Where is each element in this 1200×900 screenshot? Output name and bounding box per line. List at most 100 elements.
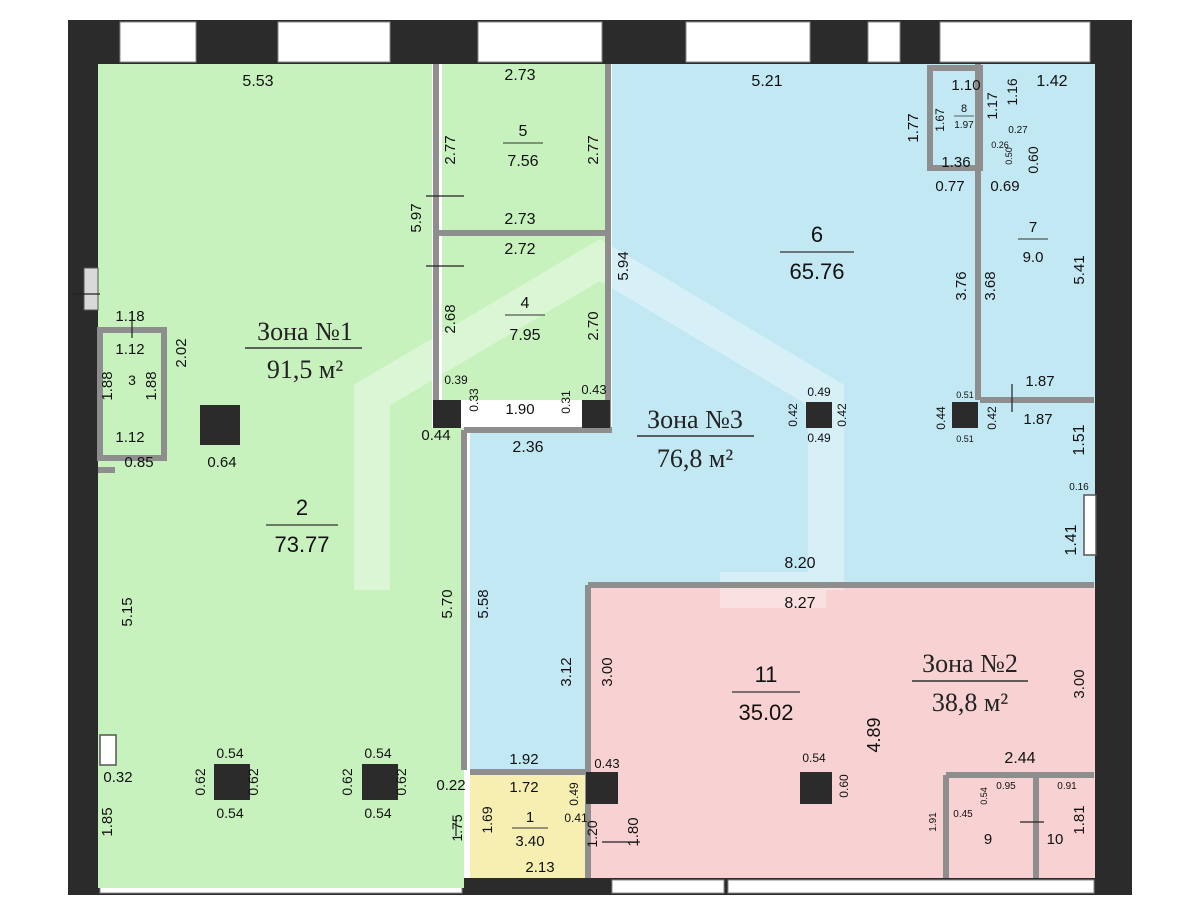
dimension-label: 1.67 xyxy=(933,108,947,132)
dimension-label: 1.16 xyxy=(1004,78,1020,105)
zone-area: 38,8 м² xyxy=(932,688,1008,717)
room-number: 8 xyxy=(961,103,967,115)
column xyxy=(806,402,832,428)
zone-title: Зона №3 xyxy=(647,405,743,434)
dimension-label: 1.90 xyxy=(505,401,534,418)
outer-wall-left xyxy=(68,20,98,895)
dimension-label: 0.31 xyxy=(559,390,573,414)
window xyxy=(277,21,391,63)
vent-grille xyxy=(83,267,99,311)
dimension-label: 0.22 xyxy=(436,777,465,794)
dimension-label: 0.42 xyxy=(786,403,800,427)
dimension-label: 0.45 xyxy=(953,809,973,820)
room-label-10: 10 xyxy=(1047,831,1064,848)
dimension-label: 0.49 xyxy=(807,431,831,445)
dimension-label: 5.41 xyxy=(1071,255,1088,284)
dimension-label: 3.68 xyxy=(982,271,999,300)
zone-2-area xyxy=(588,585,1095,878)
dimension-label: 0.54 xyxy=(802,751,826,765)
dimension-label: 0.62 xyxy=(245,768,261,795)
dimension-label: 1.91 xyxy=(928,812,939,832)
room-number: 10 xyxy=(1047,831,1064,848)
dimension-label: 0.16 xyxy=(1069,482,1089,493)
column xyxy=(433,400,461,428)
zone-1-area xyxy=(98,64,464,888)
dimension-label: 2.73 xyxy=(504,211,535,228)
dimension-label: 0.43 xyxy=(581,382,606,397)
room-label-1: 1 3.40 xyxy=(512,809,548,850)
door-pane xyxy=(99,734,117,766)
room-number: 2 xyxy=(296,495,308,520)
dimension-label: 2.13 xyxy=(525,859,554,876)
room-area: 35.02 xyxy=(738,700,793,725)
dimension-label: 2.72 xyxy=(504,241,535,258)
zone-area: 76,8 м² xyxy=(657,444,733,473)
room-label-2: 2 73.77 xyxy=(266,495,338,557)
dimension-label: 0.44 xyxy=(421,427,450,444)
dimension-label: 1.88 xyxy=(143,371,160,400)
room-area: 3.40 xyxy=(515,833,544,850)
room-number: 7 xyxy=(1029,219,1037,236)
room-number: 3 xyxy=(128,372,136,388)
room-area: 7.95 xyxy=(509,327,540,344)
zone-title: Зона №1 xyxy=(257,317,353,346)
room-number: 4 xyxy=(521,295,530,312)
zone-label-3: Зона №3 76,8 м² xyxy=(637,405,754,473)
dimension-label: 1.10 xyxy=(951,77,980,94)
dimension-label: 3.76 xyxy=(953,271,970,300)
column xyxy=(362,764,398,800)
dimension-label: 0.64 xyxy=(207,454,236,471)
dimension-ticks xyxy=(72,195,1044,843)
zone-label-1: Зона №1 91,5 м² xyxy=(245,317,362,384)
column xyxy=(800,772,832,804)
dimension-label: 2.68 xyxy=(442,304,459,333)
dimension-labels: 5.53 2.73 5.21 1.10 1.42 1.16 1.17 1.77 … xyxy=(99,67,1089,876)
room-1-area xyxy=(470,770,588,878)
dimension-label: 1.72 xyxy=(509,779,538,796)
dimension-label: 1.87 xyxy=(1023,411,1052,428)
dimension-label: 1.42 xyxy=(1036,73,1067,90)
room-label-5: 5 7.56 xyxy=(503,123,543,170)
zone-3-area xyxy=(470,64,1095,770)
dimension-label: 1.51 xyxy=(1071,424,1088,455)
dimension-label: 2.77 xyxy=(442,135,459,164)
dimension-label: 1.20 xyxy=(584,820,600,847)
dimension-label: 3.12 xyxy=(558,657,575,686)
dimension-label: 0.27 xyxy=(1008,125,1028,136)
dimension-label: 1.41 xyxy=(1063,524,1080,555)
dimension-label: 1.12 xyxy=(115,341,144,358)
dimension-label: 8.27 xyxy=(784,595,815,612)
watermark-house-icon xyxy=(354,239,844,608)
dimension-label: 1.81 xyxy=(1071,805,1088,834)
dimension-label: 0.41 xyxy=(564,811,588,825)
dimension-label: 2.77 xyxy=(585,135,602,164)
column xyxy=(582,400,610,428)
dimension-label: 5.21 xyxy=(751,73,782,90)
window xyxy=(477,21,603,63)
dimension-label: 0.54 xyxy=(364,805,391,821)
dimension-label: 5.15 xyxy=(119,597,136,626)
dimension-label: 0.42 xyxy=(835,403,849,427)
dimension-label: 0.62 xyxy=(339,768,355,795)
outer-wall-right xyxy=(1095,20,1132,895)
dimension-label: 1.88 xyxy=(99,371,116,400)
dimension-label: 1.87 xyxy=(1025,373,1054,390)
dimension-label: 0.49 xyxy=(567,782,581,806)
room-4-area xyxy=(442,236,608,400)
room-area: 65.76 xyxy=(789,259,844,284)
dimension-label: 0.54 xyxy=(364,745,391,761)
dimension-label: 1.12 xyxy=(115,429,144,446)
dimension-label: 0.49 xyxy=(807,385,831,399)
dimension-label: 3.00 xyxy=(599,657,616,686)
dimension-label: 0.42 xyxy=(985,406,999,430)
window xyxy=(119,21,197,63)
column xyxy=(200,405,240,445)
room-number: 11 xyxy=(755,662,778,687)
dimension-label: 1.92 xyxy=(509,751,538,768)
top-windows xyxy=(119,21,1091,63)
room-area: 73.77 xyxy=(274,532,329,557)
dimension-label: 0.62 xyxy=(393,768,409,795)
dimension-label: 0.77 xyxy=(935,178,964,195)
dimension-label: 0.95 xyxy=(996,781,1016,792)
